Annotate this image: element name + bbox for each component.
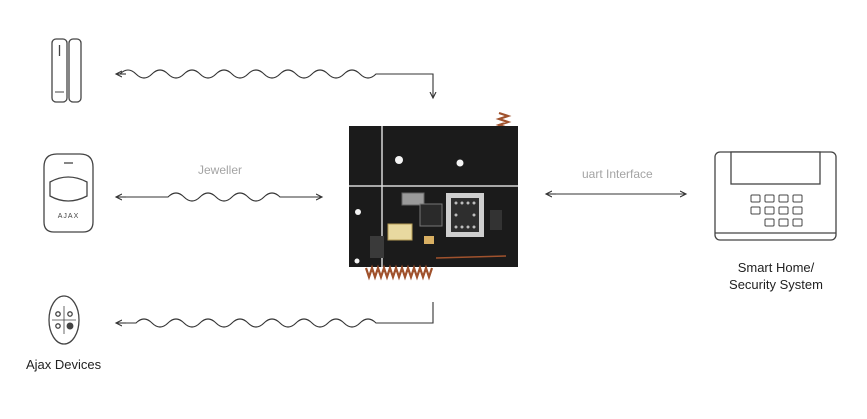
antenna-bottom bbox=[364, 264, 434, 281]
motion-detector-icon bbox=[43, 153, 94, 233]
wireless-link-top bbox=[116, 69, 433, 98]
door-contact-sensor-icon bbox=[51, 38, 82, 103]
system-label-line2: Security System bbox=[729, 277, 823, 292]
radio-module-board bbox=[349, 111, 518, 281]
jeweller-label: Jeweller bbox=[198, 163, 243, 177]
key-fob-icon bbox=[48, 295, 80, 345]
device-logo-text: AJAX bbox=[58, 213, 80, 220]
wireless-link-middle bbox=[116, 192, 322, 202]
system-label-line1: Smart Home/ bbox=[737, 260, 815, 275]
system-label: Smart Home/ Security System bbox=[716, 259, 836, 293]
uart-interface-label: uart Interface bbox=[582, 167, 653, 181]
ajax-devices-label: Ajax Devices bbox=[26, 357, 102, 372]
security-control-panel-icon bbox=[714, 151, 837, 241]
wireless-link-bottom bbox=[116, 302, 434, 328]
